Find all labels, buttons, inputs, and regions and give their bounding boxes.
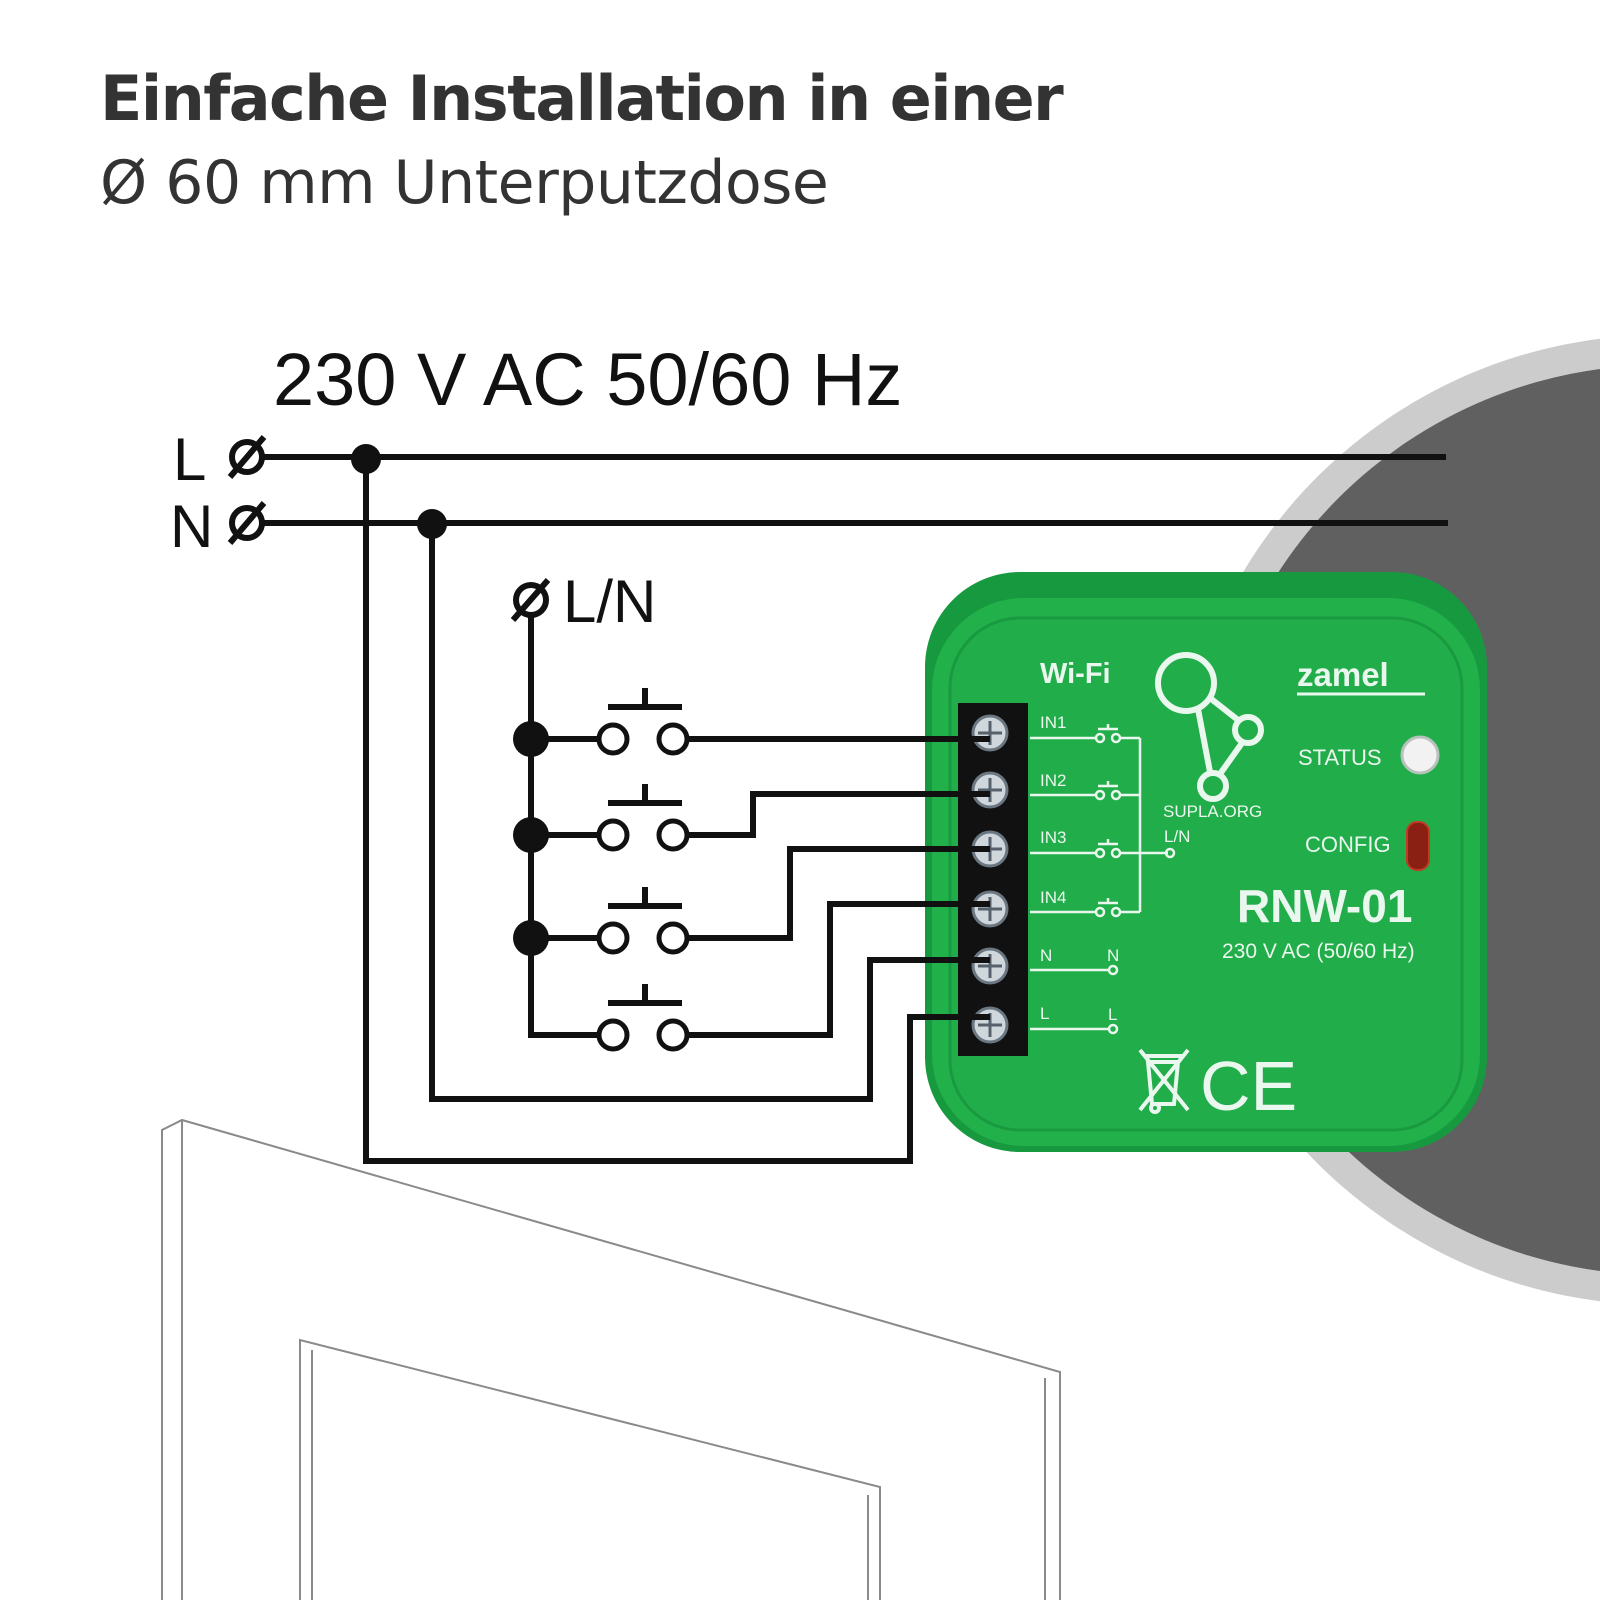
push-button-4 [528,984,690,1052]
status-led [1400,735,1440,775]
screw-l [971,1006,1009,1044]
svg-text:IN3: IN3 [1040,828,1066,847]
svg-text:L: L [1040,1004,1049,1023]
config-led [1406,821,1430,871]
svg-text:IN4: IN4 [1040,888,1066,907]
wall-switch-sketch [161,1118,1061,1600]
push-button-2 [531,784,690,852]
svg-text:N: N [1040,946,1052,965]
in2-wire [687,791,990,838]
terminal-block [958,703,1028,1056]
page-subtitle: Ø 60 mm Unterputzdose [100,148,829,218]
line-terminal-icon [227,435,267,479]
right-n-label: N [1107,946,1119,965]
terminal-screws [971,714,1009,1044]
ce-mark: CE [1200,1047,1297,1125]
config-label: CONFIG [1305,832,1391,857]
neutral-label: N [170,493,213,560]
neutral-feed-wire [429,524,990,1102]
svg-text:IN2: IN2 [1040,771,1066,790]
weee-icon [1138,1048,1190,1114]
supla-logo-icon [1155,652,1264,802]
common-terminal-icon [510,578,551,622]
input-labels: IN1 IN2 IN3 IN4 N L [1040,713,1066,1023]
screw-in4 [971,890,1009,928]
in4-wire [687,901,990,1038]
svg-text:IN1: IN1 [1040,713,1066,732]
wifi-label: Wi-Fi [1040,658,1111,690]
right-l-label: L [1108,1005,1117,1024]
internal-symbols [1030,724,1176,1035]
page-title: Einfache Installation in einer [100,62,1064,135]
internal-common-label: L/N [1164,827,1190,846]
status-label: STATUS [1298,745,1382,770]
line-label: L [173,426,206,493]
screw-in1 [971,714,1009,752]
push-button-3 [531,887,690,955]
screw-n [971,947,1009,985]
supply-voltage-label: 230 V AC 50/60 Hz [273,338,902,421]
screw-in2 [971,771,1009,809]
in3-wire [687,846,990,941]
common-terminal-label: L/N [563,568,656,635]
model-label: RNW-01 [1237,880,1412,932]
rating-label: 230 V AC (50/60 Hz) [1222,940,1415,963]
line-feed-wire [363,459,990,1164]
rnw-01-module: Wi-Fi zamel SUPLA.ORG STATUS CONFIG RNW-… [925,572,1487,1152]
neutral-terminal-icon [227,501,267,545]
push-button-1 [531,688,690,756]
supla-label: SUPLA.ORG [1163,802,1262,821]
brand-logo: zamel [1297,656,1389,693]
